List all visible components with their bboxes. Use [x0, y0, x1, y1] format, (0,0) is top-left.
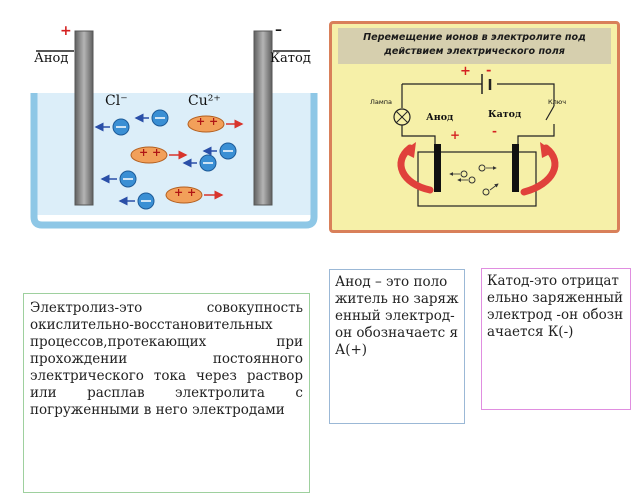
electrolysis-definition-box: Электролиз-это совокупность окислительно…: [23, 293, 310, 493]
electrolysis-definition-text: Электролиз-это совокупность окислительно…: [30, 300, 303, 418]
cathode-label: Катод: [270, 51, 311, 66]
cation-1-charge: + +: [196, 115, 219, 128]
cathode-sign-right: -: [492, 124, 497, 138]
lamp-label: Лампа: [370, 98, 393, 106]
left-curved-arrow: [397, 144, 434, 194]
key-switch: [545, 105, 555, 121]
cation-3-charge: + +: [174, 186, 197, 199]
anode-sign-right: +: [450, 128, 461, 142]
anode-definition-text: Анод – это положитель но заряженный элек…: [335, 274, 467, 358]
anode-plate: [434, 144, 441, 192]
lamp-symbol: [393, 108, 411, 126]
anode-plus-sign: +: [60, 23, 72, 39]
anion-6: [118, 192, 155, 210]
ion-movement-figure: Перемещение ионов в электролите под дейс…: [329, 21, 620, 233]
anode-electrode: [74, 30, 94, 206]
figure-title-line-2: действием электрического поля: [384, 46, 565, 57]
cathode-definition-box: Катод-это отрицательно заряженный электр…: [481, 268, 631, 410]
cation-2: [130, 146, 188, 164]
anion-1: [94, 118, 130, 136]
cation-2-charge: + +: [139, 146, 162, 159]
anode-definition-box: Анод – это положитель но заряженный элек…: [329, 269, 465, 424]
cathode-electrode: [253, 30, 273, 206]
anode-label: Анод: [34, 51, 69, 66]
figure-title-line-1: Перемещение ионов в электролите под: [363, 32, 586, 43]
cathode-minus-sign: –: [275, 22, 282, 38]
anion-5: [100, 170, 137, 188]
cation-3: [165, 186, 224, 204]
circuit-illustration: [393, 74, 559, 207]
anion-2: [134, 109, 169, 127]
cation-1: [187, 115, 244, 133]
key-label: Ключ: [548, 98, 567, 106]
cell-container: [417, 151, 537, 207]
right-curved-arrow: [520, 144, 559, 196]
cathode-plate: [512, 144, 519, 192]
cathode-label-right: Катод: [488, 109, 522, 120]
battery-minus-sign: -: [486, 63, 492, 78]
cathode-definition-text: Катод-это отрицательно заряженный электр…: [487, 273, 628, 340]
anode-label-right: Анод: [426, 112, 454, 123]
battery-plus-sign: +: [460, 64, 471, 79]
chloride-ion-label: Cl⁻: [105, 93, 128, 109]
figure-title-bar: Перемещение ионов в электролите под дейс…: [338, 28, 611, 64]
copper-ion-label: Cu²⁺: [188, 93, 221, 109]
anion-4: [182, 154, 217, 172]
vessel-walls: [30, 93, 318, 229]
electrolysis-vessel-figure: + – Анод Катод Cl⁻ Cu²⁺ + + + + + +: [16, 21, 324, 241]
anion-3: [202, 142, 237, 160]
vessel-illustration: [30, 30, 318, 229]
